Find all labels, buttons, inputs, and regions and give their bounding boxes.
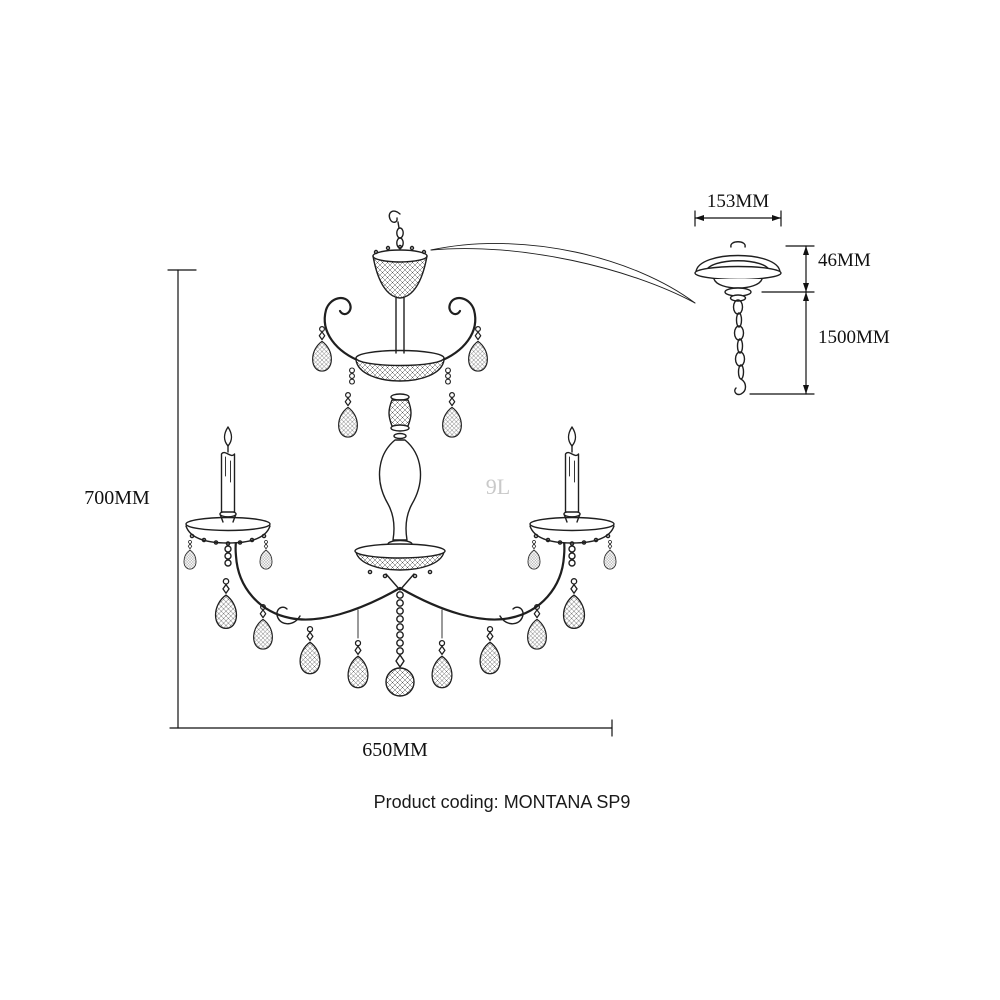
crown (372, 244, 428, 299)
width-dimension: 650MM (169, 719, 613, 761)
leader-curve (430, 243, 696, 304)
width-dimension-label: 650MM (362, 739, 428, 761)
lamp-count-watermark: 9L (486, 474, 510, 499)
chain-length-dimension: 1500MM (749, 291, 890, 395)
chain-links (732, 299, 746, 380)
chain-length-dimension-label: 1500MM (818, 327, 890, 348)
bottom-crystal-drops (253, 591, 547, 697)
center-stem (354, 297, 446, 591)
product-coding-label: Product coding: MONTANA SP9 (374, 792, 631, 812)
canopy-detail (694, 241, 782, 396)
canopy-height-dimension: 46MM (761, 245, 871, 293)
canopy-width-dimension: 153MM (694, 191, 782, 227)
canopy-width-dimension-label: 153MM (707, 191, 769, 212)
chain-hook (734, 378, 747, 396)
canopy-height-dimension-label: 46MM (818, 250, 871, 271)
chandelier-drawing (183, 210, 617, 697)
height-dimension-label: 700MM (84, 487, 150, 509)
height-dimension: 700MM (84, 269, 197, 729)
upper-arms (323, 296, 477, 382)
